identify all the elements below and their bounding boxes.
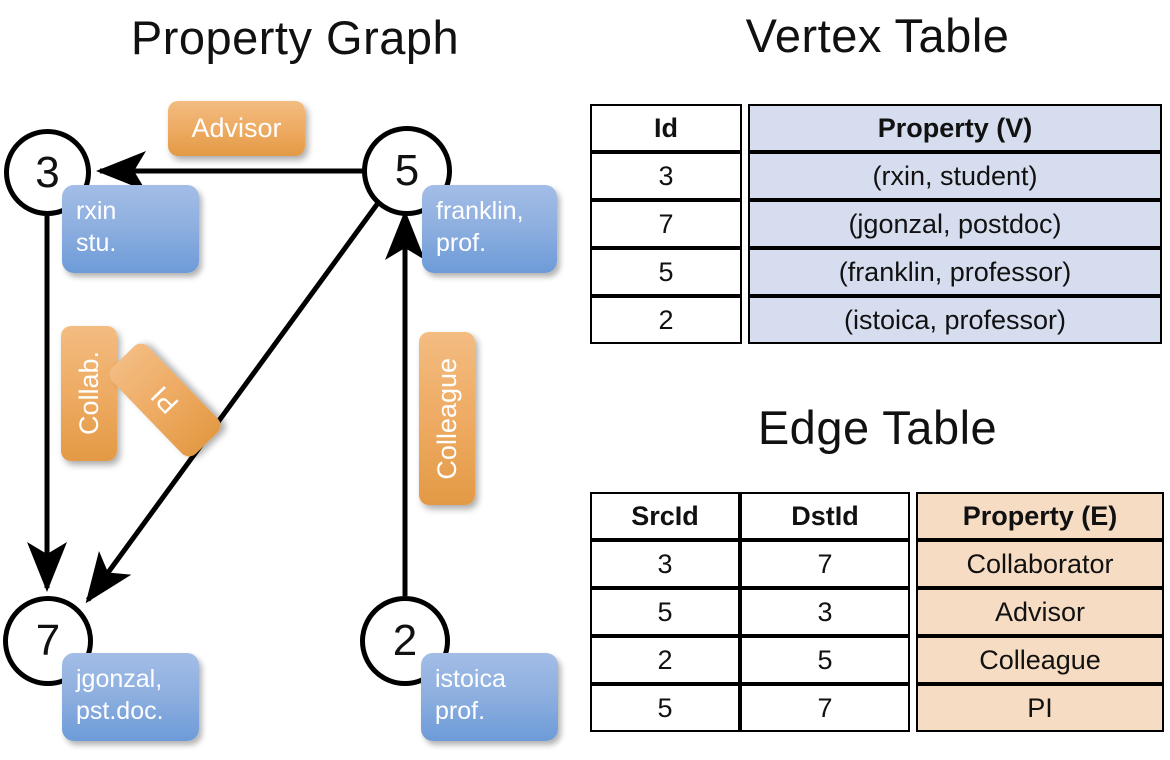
edge-row-0-gap [910, 540, 916, 588]
edge-row-2-dst: 5 [740, 636, 910, 684]
edge-row-0-property: Collaborator [916, 540, 1164, 588]
edge-table-header-row: SrcId DstId Property (E) [590, 492, 1164, 540]
edge-row-2-gap [910, 636, 916, 684]
edge-label-advisor: Advisor [168, 101, 305, 156]
vertex-row-3-gap [742, 296, 748, 344]
edge-label-collab: Collab. [61, 326, 117, 461]
edge-label-pi-text: PI [144, 380, 185, 420]
edge-row-3-src: 5 [590, 684, 740, 732]
edge-table-header-dstid: DstId [740, 492, 910, 540]
edge-row-3-dst: 7 [740, 684, 910, 732]
graph-node-3-property-line2: stu. [76, 229, 117, 257]
vertex-table-header-id: Id [590, 104, 742, 152]
graph-node-5[interactable]: 5 [362, 126, 452, 216]
edge-row-2-property: Colleague [916, 636, 1164, 684]
graph-node-5-property-line2: prof. [436, 229, 487, 257]
edge-label-colleague: Colleague [419, 332, 475, 505]
table-row[interactable]: 2 5 Colleague [590, 636, 1164, 684]
graph-node-2-label: 2 [392, 616, 418, 665]
vertex-row-2-id: 5 [590, 248, 742, 296]
vertex-row-1-gap [742, 200, 748, 248]
graph-edges-svg [27, 151, 425, 604]
vertex-row-3-property: (istoica, professor) [748, 296, 1162, 344]
vertex-row-1-id: 7 [590, 200, 742, 248]
table-row[interactable]: 5 (franklin, professor) [590, 248, 1162, 296]
property-graph-diagram: 3 rxin stu. 5 franklin, prof. 7 jgonzal,… [3, 101, 558, 741]
graph-node-5-property-box: franklin, prof. [422, 185, 557, 273]
table-row[interactable]: 3 (rxin, student) [590, 152, 1162, 200]
edge-table-header-srcid: SrcId [590, 492, 740, 540]
graph-node-7-property-line2: pst.doc. [76, 697, 164, 725]
vertex-row-0-property: (rxin, student) [748, 152, 1162, 200]
edge-label-advisor-text: Advisor [191, 113, 282, 143]
graph-node-3-label: 3 [35, 147, 60, 197]
vertex-row-1-property: (jgonzal, postdoc) [748, 200, 1162, 248]
graph-node-3-property-box: rxin stu. [62, 185, 199, 273]
graph-node-7-property-box: jgonzal, pst.doc. [62, 653, 199, 741]
edge-row-3-gap [910, 684, 916, 732]
graph-node-2-property-line2: prof. [435, 697, 486, 725]
edge-label-collab-text: Collab. [73, 351, 104, 436]
page-title-edge-table: Edge Table [757, 401, 998, 454]
graph-node-2-property-line1: istoica [435, 665, 506, 693]
edge-pi-5-to-7 [85, 201, 381, 604]
graph-node-2-property-box: istoica prof. [421, 653, 558, 741]
edge-table-column-gap [910, 492, 916, 540]
edge-row-1-dst: 3 [740, 588, 910, 636]
vertex-row-0-gap [742, 152, 748, 200]
edge-row-0-dst: 7 [740, 540, 910, 588]
table-row[interactable]: 2 (istoica, professor) [590, 296, 1162, 344]
graph-node-5-label: 5 [394, 146, 420, 195]
page-title-vertex-table: Vertex Table [745, 9, 1010, 62]
vertex-row-2-property: (franklin, professor) [748, 248, 1162, 296]
graph-node-7-property-line1: jgonzal, [76, 665, 163, 693]
edge-row-1-property: Advisor [916, 588, 1164, 636]
edge-label-colleague-text: Colleague [431, 357, 462, 480]
table-row[interactable]: 5 3 Advisor [590, 588, 1164, 636]
edge-row-2-src: 2 [590, 636, 740, 684]
vertex-row-2-gap [742, 248, 748, 296]
edge-row-0-src: 3 [590, 540, 740, 588]
page-title-property-graph: Property Graph [130, 11, 460, 64]
edge-row-1-gap [910, 588, 916, 636]
edge-table-header-property: Property (E) [916, 492, 1164, 540]
table-row[interactable]: 7 (jgonzal, postdoc) [590, 200, 1162, 248]
vertex-table-column-gap [742, 104, 748, 152]
graph-node-2[interactable]: 2 [360, 596, 450, 686]
vertex-table: Id Property (V) 3 (rxin, student) 7 (jgo… [590, 104, 1162, 344]
edge-row-3-property: PI [916, 684, 1164, 732]
graph-node-5-property-line1: franklin, [436, 197, 524, 225]
graph-node-7-label: 7 [35, 616, 61, 665]
vertex-table-header-property: Property (V) [748, 104, 1162, 152]
edge-table: SrcId DstId Property (E) 3 7 Collaborato… [590, 492, 1164, 732]
vertex-row-3-id: 2 [590, 296, 742, 344]
table-row[interactable]: 3 7 Collaborator [590, 540, 1164, 588]
edge-row-1-src: 5 [590, 588, 740, 636]
vertex-row-0-id: 3 [590, 152, 742, 200]
graph-node-3-property-line1: rxin [76, 197, 117, 225]
table-row[interactable]: 5 7 PI [590, 684, 1164, 732]
vertex-table-header-row: Id Property (V) [590, 104, 1162, 152]
